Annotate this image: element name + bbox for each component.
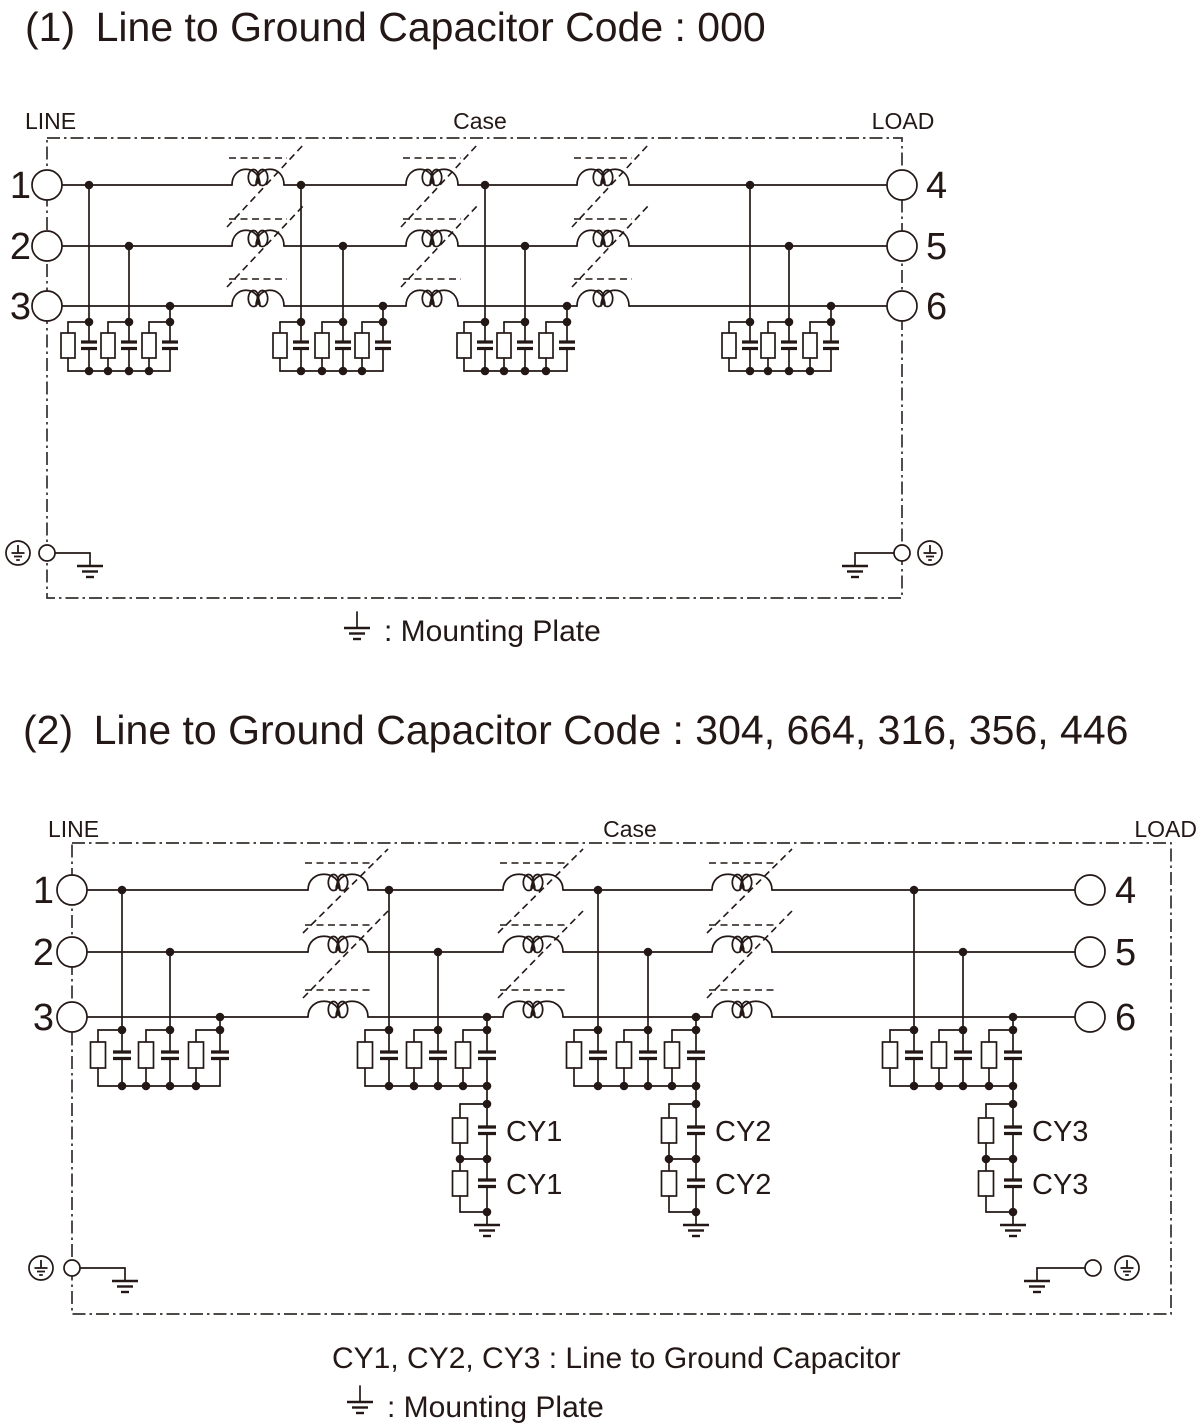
d1-case-label: Case xyxy=(453,108,507,134)
section1-title: (1) Line to Ground Capacitor Code : 000 xyxy=(25,4,766,50)
d1-load-label: LOAD xyxy=(872,108,935,134)
d1-xcap-bank-4 xyxy=(721,180,839,376)
d2-terminal-label-6: 6 xyxy=(1115,997,1136,1039)
d2-line-terminal-1 xyxy=(56,874,88,906)
d2-load-label: LOAD xyxy=(1134,816,1197,842)
d1-terminal-label-2: 2 xyxy=(10,226,31,268)
d1-line-terminal-1 xyxy=(31,169,63,201)
d1-terminal-label-3: 3 xyxy=(10,286,31,328)
d2-earth-right xyxy=(1024,1255,1140,1294)
d1-line-label: LINE xyxy=(25,108,76,134)
d1-earth-right xyxy=(842,540,943,579)
d2-cy3-label-a: CY3 xyxy=(1032,1116,1088,1148)
d1-terminal-label-1: 1 xyxy=(10,165,31,207)
d2-xcap-bank-2 xyxy=(356,885,496,1091)
d2-cy2-label-b: CY2 xyxy=(715,1169,771,1201)
d2-xcap-bank-1 xyxy=(89,885,229,1091)
d1-common-mode-choke-2 xyxy=(400,143,479,308)
d2-terminal-label-4: 4 xyxy=(1115,870,1136,912)
d2-load-terminal-4 xyxy=(1074,874,1106,906)
d2-terminal-label-3: 3 xyxy=(33,997,54,1039)
d2-ycap-chain-1 xyxy=(451,1081,500,1238)
d1-line-terminal-2 xyxy=(31,230,63,262)
d1-xcap-bank-3 xyxy=(456,180,575,376)
d2-terminal-label-5: 5 xyxy=(1115,932,1136,974)
d2-earth-left xyxy=(28,1255,138,1294)
d1-legend-mounting-text: : Mounting Plate xyxy=(384,615,601,648)
d1-terminal-label-5: 5 xyxy=(926,226,947,268)
d1-load-terminal-4 xyxy=(886,169,918,201)
d1-terminal-label-6: 6 xyxy=(926,286,947,328)
d1-xcap-bank-2 xyxy=(272,180,391,376)
d2-ycap-chain-3 xyxy=(977,1081,1026,1238)
d1-load-terminal-6 xyxy=(886,290,918,322)
d1-case-border xyxy=(46,137,903,599)
d2-terminal-label-1: 1 xyxy=(33,870,54,912)
d2-legend-cy-text: CY1, CY2, CY3 : Line to Ground Capacitor xyxy=(332,1342,901,1375)
d1-earth-left xyxy=(5,540,103,579)
d2-xcap-bank-4 xyxy=(881,885,1022,1091)
d2-load-terminal-6 xyxy=(1074,1001,1106,1033)
d2-cy1-label-a: CY1 xyxy=(506,1116,562,1148)
d2-common-mode-choke-1 xyxy=(302,848,389,1019)
d2-case-border xyxy=(71,842,1172,1315)
d2-cy2-label-a: CY2 xyxy=(715,1116,771,1148)
d2-case-label: Case xyxy=(603,816,657,842)
d2-terminal-label-2: 2 xyxy=(33,932,54,974)
d2-cy1-label-b: CY1 xyxy=(506,1169,562,1201)
d1-load-terminal-5 xyxy=(886,230,918,262)
d2-cy3-label-b: CY3 xyxy=(1032,1169,1088,1201)
d1-common-mode-choke-1 xyxy=(226,143,305,308)
d2-common-mode-choke-2 xyxy=(497,848,584,1019)
d2-xcap-bank-3 xyxy=(565,885,705,1091)
d2-line-label: LINE xyxy=(48,816,99,842)
d1-terminal-label-4: 4 xyxy=(926,165,947,207)
d2-legend-mounting-text: : Mounting Plate xyxy=(387,1391,604,1424)
d1-phase-wires xyxy=(61,184,888,307)
d1-common-mode-choke-3 xyxy=(571,143,650,308)
d2-line-terminal-3 xyxy=(56,1001,88,1033)
d2-load-terminal-5 xyxy=(1074,936,1106,968)
diagram-1-circuit xyxy=(5,137,943,641)
d2-phase-wires xyxy=(86,889,1076,1018)
d1-legend-mounting-plate-glyph xyxy=(344,611,370,641)
section2-title: (2) Line to Ground Capacitor Code : 304,… xyxy=(23,707,1128,753)
d2-line-terminal-2 xyxy=(56,936,88,968)
diagram-2-circuit xyxy=(28,842,1172,1415)
d2-legend-mounting-plate-glyph xyxy=(347,1385,373,1415)
d1-line-terminal-3 xyxy=(31,290,63,322)
d2-common-mode-choke-3 xyxy=(706,848,793,1019)
d1-xcap-bank-1 xyxy=(60,180,178,376)
d2-ycap-chain-2 xyxy=(660,1081,709,1238)
